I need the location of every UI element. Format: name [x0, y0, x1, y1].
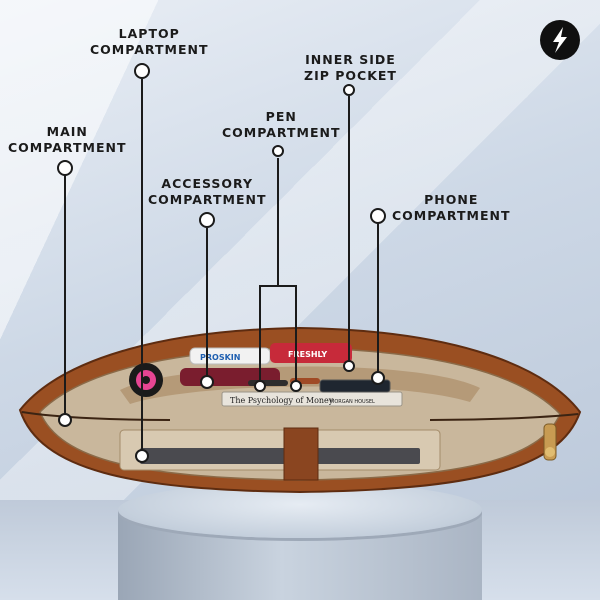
pen-1: [248, 380, 288, 386]
laptop-device: [140, 448, 420, 464]
book-title: The Psychology of Money: [230, 396, 334, 405]
zipper-right: [429, 413, 579, 421]
freshly-label: FRESHLY: [288, 350, 327, 359]
book-author: MORGAN HOUSEL: [330, 399, 375, 405]
label-inner-side-zip-pocket: INNER SIDE ZIP POCKET: [304, 52, 397, 83]
label-accessory-compartment: ACCESSORY COMPARTMENT: [148, 176, 267, 207]
label-main-compartment: MAIN COMPARTMENT: [8, 124, 127, 155]
freshly-pouch: [270, 343, 352, 363]
book: [221, 391, 403, 407]
callout-lines: [64, 79, 379, 455]
zipper-left: [21, 411, 171, 421]
label-phone-compartment: PHONE COMPARTMENT: [392, 192, 511, 223]
callout-dots: [57, 63, 386, 463]
label-laptop-compartment: LAPTOP COMPARTMENT: [90, 26, 209, 57]
bag-handle-strap: [283, 427, 319, 481]
phone: [319, 379, 391, 393]
label-pen-compartment: PEN COMPARTMENT: [222, 109, 341, 140]
proskin-label: PROSKIN: [200, 353, 240, 362]
lightning-bolt-icon: [553, 27, 567, 53]
brand-logo: [540, 20, 580, 60]
